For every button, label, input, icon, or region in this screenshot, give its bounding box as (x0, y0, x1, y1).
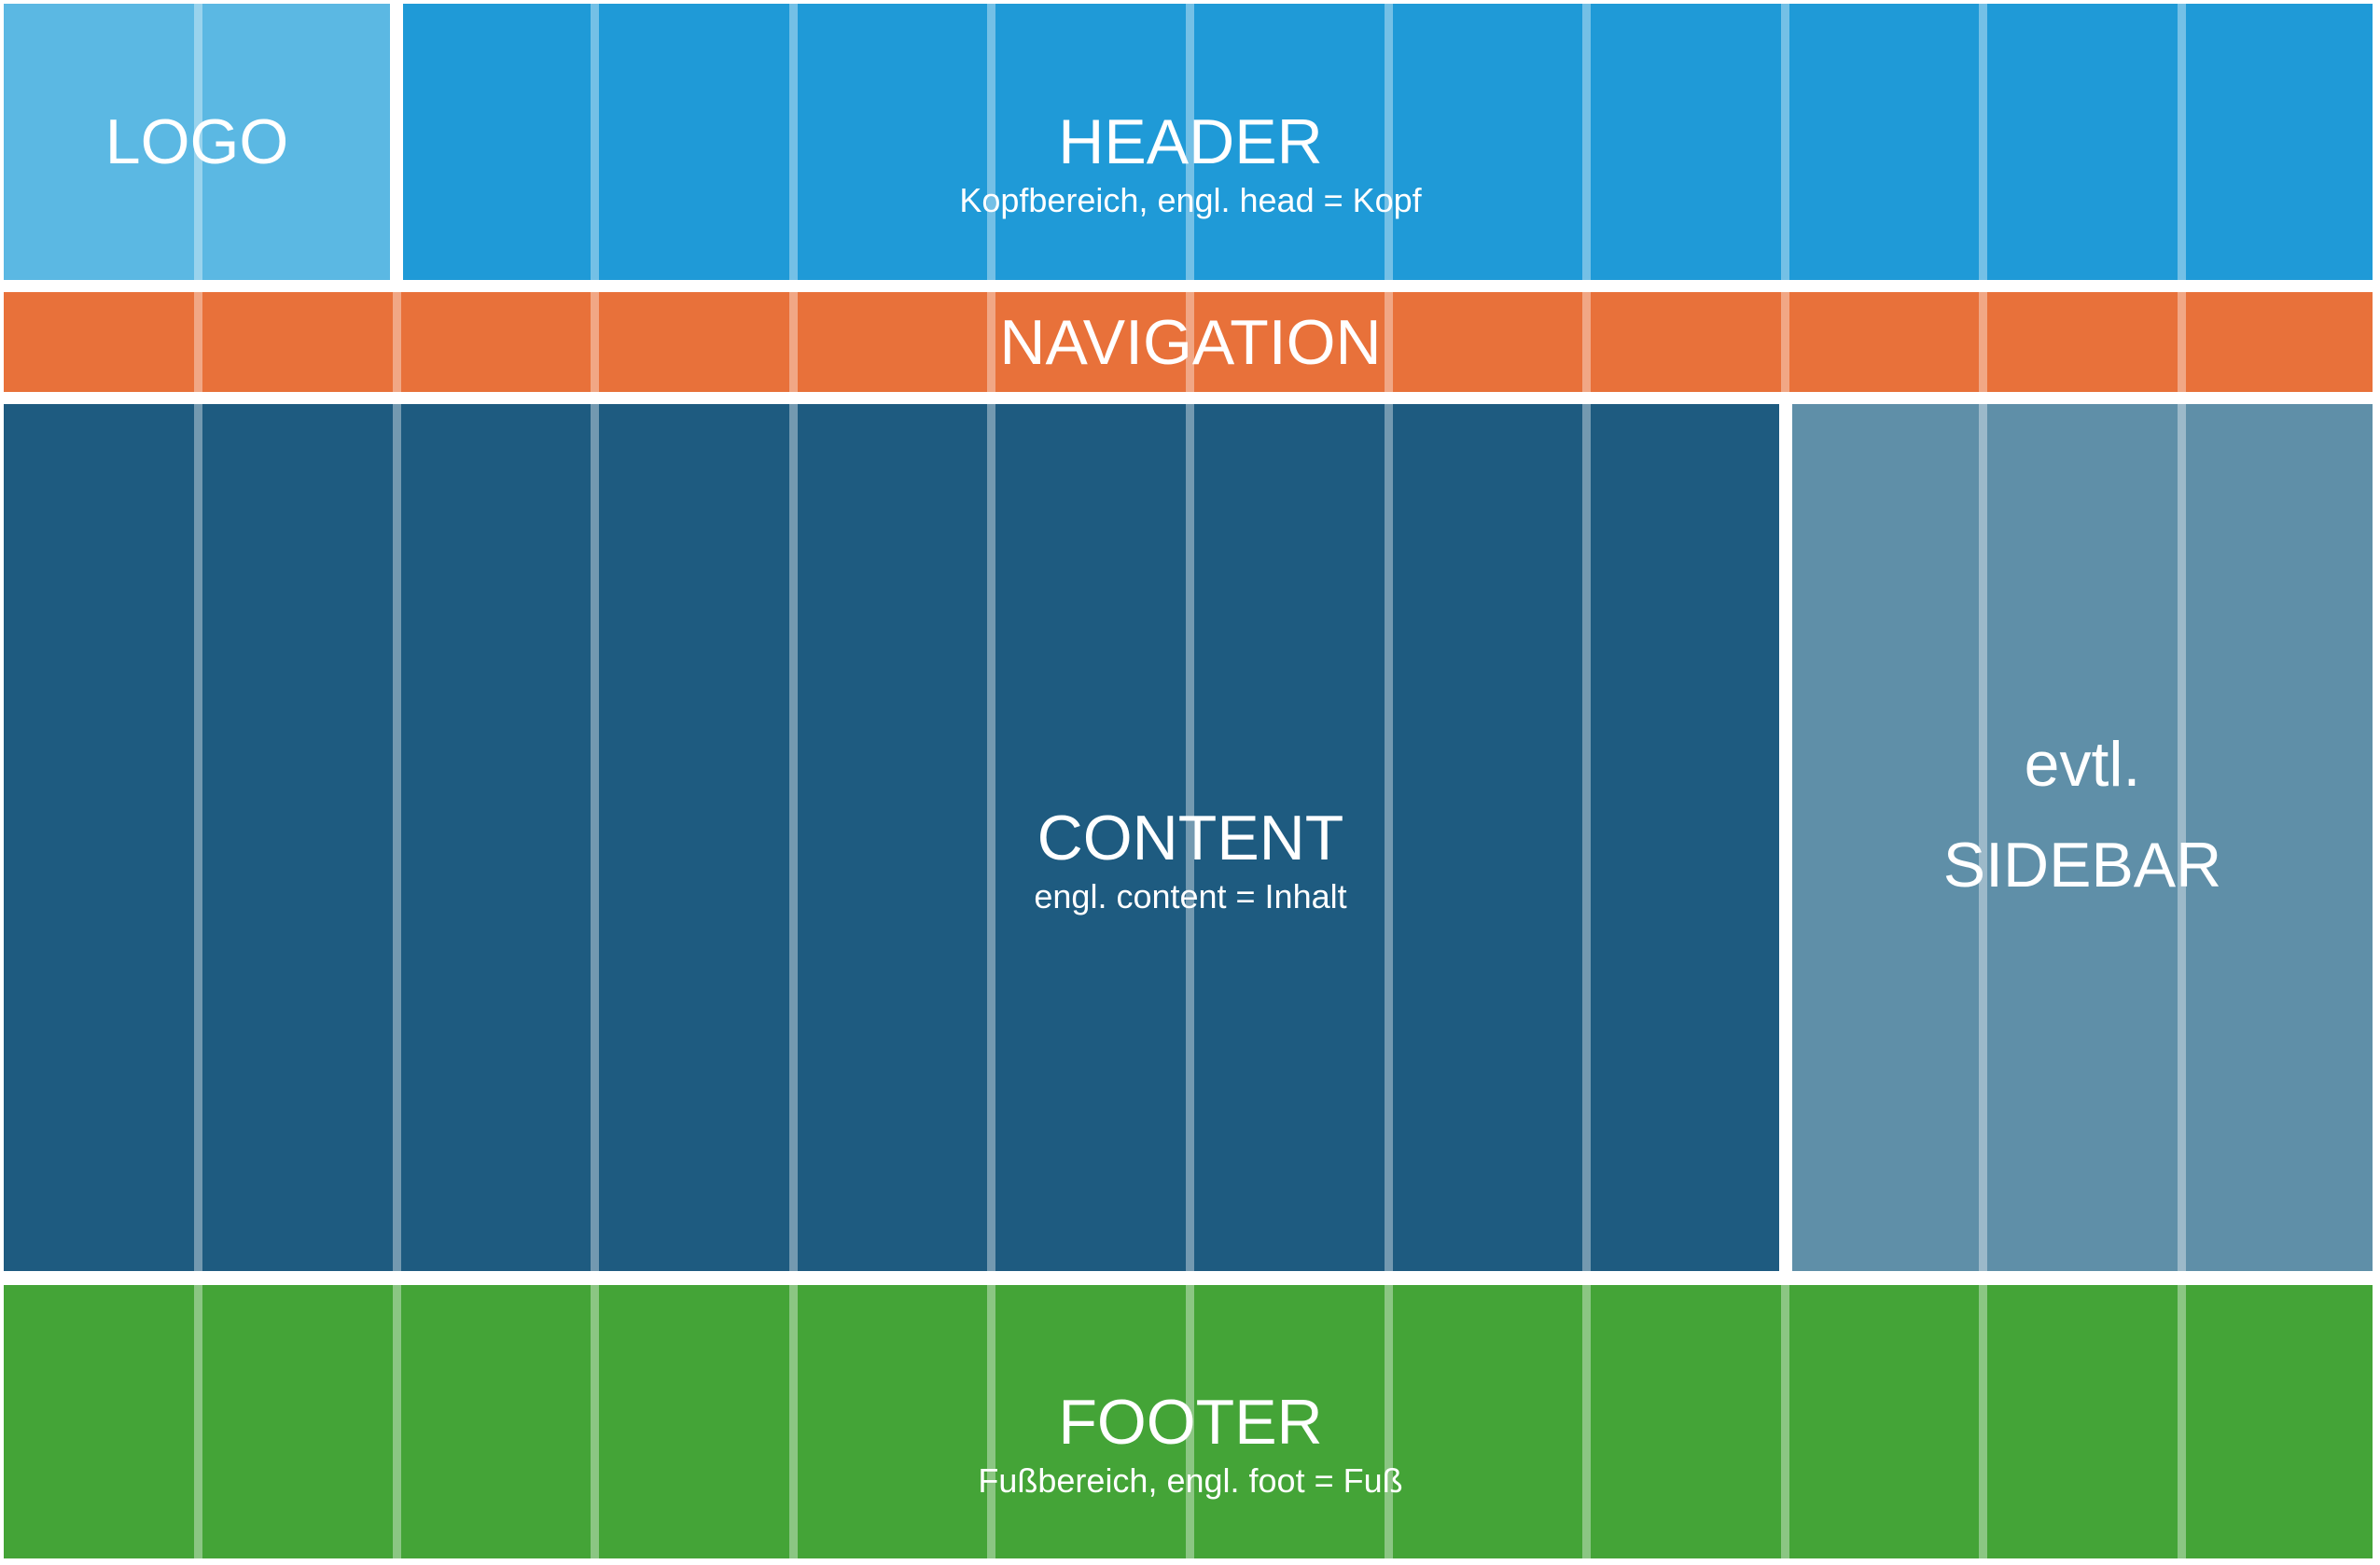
sidebar-label-line2: SIDEBAR (1942, 830, 2222, 901)
logo-block: LOGO (4, 4, 390, 280)
grid-column-line (591, 404, 600, 1271)
content-block: CONTENT engl. content = Inhalt (4, 404, 1779, 1271)
grid-column-line (1582, 292, 1592, 392)
grid-column-line (2177, 1285, 2186, 1558)
header-subtitle: Kopfbereich, engl. head = Kopf (959, 181, 1422, 219)
grid-column-line (788, 292, 798, 392)
footer-subtitle: Fußbereich, engl. foot = Fuß (978, 1460, 1403, 1500)
grid-column-line (788, 1285, 798, 1558)
grid-column-line (591, 292, 600, 392)
grid-column-line (788, 4, 798, 280)
logo-label: LOGO (104, 106, 289, 177)
grid-column-line (1780, 4, 1789, 280)
grid-column-line (1582, 4, 1592, 280)
header-label: HEADER (1058, 106, 1323, 177)
sidebar-label: evtl. SIDEBAR (1943, 714, 2222, 917)
grid-column-line (392, 404, 401, 1271)
grid-column-line (194, 404, 203, 1271)
grid-column-line (2177, 292, 2186, 392)
grid-column-line (1979, 4, 1988, 280)
grid-column-line (987, 292, 996, 392)
grid-column-line (987, 404, 996, 1271)
grid-column-line (1582, 404, 1592, 1271)
sidebar-label-line1: evtl. (2024, 728, 2141, 800)
grid-column-line (1384, 4, 1393, 280)
sidebar-block: evtl. SIDEBAR (1792, 404, 2373, 1271)
footer-block: FOOTER Fußbereich, engl. foot = Fuß (4, 1285, 2373, 1558)
grid-column-line (591, 4, 600, 280)
grid-column-line (1780, 1285, 1789, 1558)
grid-column-line (392, 1285, 401, 1558)
grid-column-line (1384, 404, 1393, 1271)
grid-column-line (194, 292, 203, 392)
navigation-label: NAVIGATION (999, 306, 1382, 378)
grid-column-line (392, 292, 401, 392)
grid-column-line (987, 4, 996, 280)
grid-column-line (1582, 1285, 1592, 1558)
header-block: HEADER Kopfbereich, engl. head = Kopf (403, 4, 2373, 280)
grid-column-line (194, 1285, 203, 1558)
footer-label: FOOTER (1058, 1386, 1323, 1458)
grid-column-line (788, 404, 798, 1271)
grid-column-line (1384, 292, 1393, 392)
content-subtitle: engl. content = Inhalt (1034, 876, 1347, 915)
grid-column-line (1979, 1285, 1988, 1558)
grid-column-line (1384, 1285, 1393, 1558)
content-label: CONTENT (1037, 802, 1344, 873)
grid-column-line (2177, 4, 2186, 280)
navigation-block: NAVIGATION (4, 292, 2373, 392)
grid-column-line (591, 1285, 600, 1558)
grid-column-line (987, 1285, 996, 1558)
grid-column-line (1979, 292, 1988, 392)
grid-column-line (1780, 292, 1789, 392)
